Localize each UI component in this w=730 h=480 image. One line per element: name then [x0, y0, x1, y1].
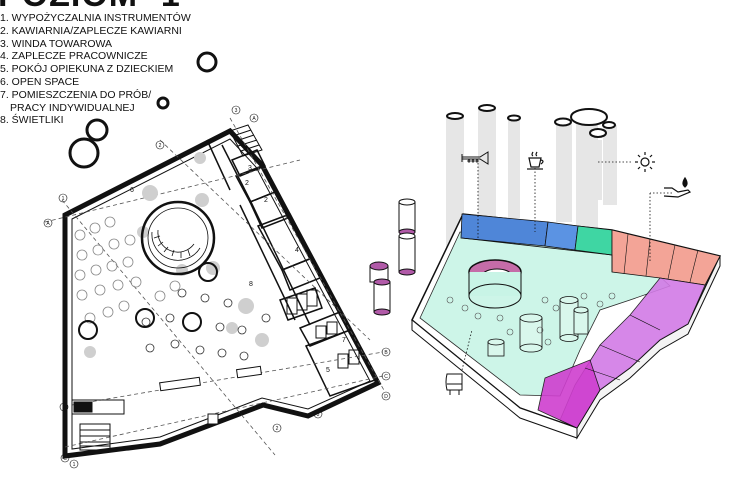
- zone-freight-lift: [574, 225, 613, 256]
- axis-label: 2: [159, 143, 162, 149]
- legend-item: 2. KAWIARNIA/ZAPLECZE KAWIARNI: [0, 24, 182, 37]
- skylight-wells: [78, 200, 218, 340]
- grid-lines: [44, 117, 386, 456]
- hand-water-drop-icon: [663, 176, 692, 198]
- washrooms: [286, 289, 360, 369]
- legend-item: 3. WINDA TOWAROWA: [0, 37, 113, 50]
- room-label: 8: [249, 281, 253, 288]
- skylight-tops: [446, 104, 616, 138]
- coffee-cup-icon: [527, 151, 544, 170]
- legend-item: 8. ŚWIETLIKI: [0, 114, 64, 127]
- table-clusters: [141, 288, 271, 361]
- room-label: 5: [326, 367, 330, 374]
- legend-item: 6. OPEN SPACE: [0, 75, 80, 88]
- floor-cylinders: [487, 296, 589, 357]
- axis-label: 1: [73, 462, 76, 468]
- seating-circles: [74, 216, 181, 324]
- legend-item: PRACY INDYWIDUALNEJ: [10, 101, 135, 114]
- axis-label: C: [384, 374, 388, 380]
- axis-label: C: [63, 456, 67, 462]
- axis-label: D: [384, 394, 388, 400]
- leader-lines: [461, 161, 672, 371]
- room-label: 4: [295, 247, 299, 254]
- legend-item: 5. POKÓJ OPIEKUNA Z DZIECKIEM: [0, 63, 174, 76]
- axis-label: 1: [62, 196, 65, 202]
- purple-cylinders: [369, 198, 416, 316]
- spiral-stair: [151, 229, 201, 261]
- railing-line: [461, 237, 613, 272]
- light-shafts: [446, 108, 617, 258]
- piano-icon: [445, 373, 463, 395]
- trumpet-icon: [461, 151, 489, 165]
- legend-item: 4. ZAPLECZE PRACOWNICZE: [0, 50, 148, 63]
- axo-seating: [446, 292, 616, 346]
- floor-plan: 6 8 2 2 3 4 5 7 1 2 3 A A B B: [43, 105, 391, 469]
- axis-label: B: [62, 405, 66, 411]
- room-label: 7: [342, 337, 346, 344]
- axis-label: B: [384, 350, 388, 356]
- page-title: POZIOM -1: [0, 0, 181, 12]
- legend-item: 1. WYPOŻYCZALNIA INSTRUMENTÓW: [0, 12, 191, 24]
- outer-wall: [62, 127, 382, 459]
- room-label: 3: [248, 165, 252, 172]
- staircase-bottom: [71, 399, 125, 451]
- axis-label: 3: [235, 108, 238, 114]
- axis-label: A: [252, 116, 256, 122]
- skylight-symbols: [68, 51, 218, 169]
- axis-label: A: [46, 221, 50, 227]
- axis-label: 3: [317, 412, 320, 418]
- axonometric-view: [369, 104, 722, 440]
- axis-label: 2: [276, 426, 279, 432]
- spiral-atrium: [468, 259, 522, 309]
- staircase-top: [229, 124, 263, 157]
- room-label: 2: [245, 180, 249, 187]
- legend-item: 7. POMIESZCZENIA DO PRÓB/: [0, 88, 152, 101]
- sun-icon: [635, 152, 655, 172]
- legend-list: 1. WYPOŻYCZALNIA INSTRUMENTÓW 2. KAWIARN…: [0, 12, 191, 127]
- grid-axis-markers: 1 2 3 A A B B C C D 1 2 3: [43, 105, 391, 469]
- benches: [159, 365, 263, 425]
- room-label: 6: [130, 187, 134, 194]
- room-partitions: [206, 139, 377, 397]
- room-label: 2: [264, 197, 268, 204]
- zone-caregiver-room: [537, 359, 601, 429]
